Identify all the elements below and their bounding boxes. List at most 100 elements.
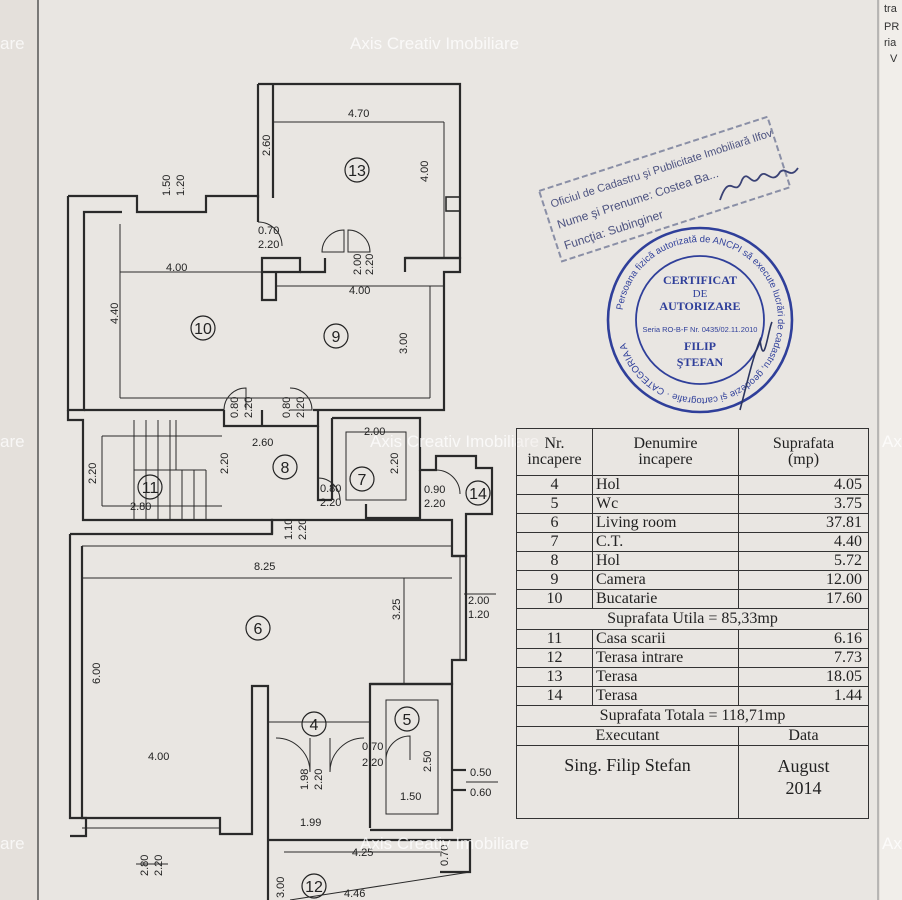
- utila-summary: Suprafata Utila = 85,33mp: [516, 608, 869, 630]
- svg-text:2.50: 2.50: [422, 751, 434, 772]
- svg-text:2.00: 2.00: [352, 254, 364, 275]
- executant-name: Sing. Filip Stefan: [516, 745, 739, 819]
- totala-summary-row: Suprafata Totala = 118,71mp: [516, 705, 869, 727]
- svg-text:2.20: 2.20: [243, 397, 255, 418]
- header-area: Suprafata (mp): [738, 428, 869, 476]
- executant-header-row: Executant Data: [516, 726, 869, 746]
- svg-text:2.20: 2.20: [87, 463, 99, 484]
- svg-text:4.00: 4.00: [148, 751, 169, 763]
- svg-text:1.99: 1.99: [300, 817, 321, 829]
- totala-summary: Suprafata Totala = 118,71mp: [516, 705, 869, 727]
- room-8-label: 8: [272, 454, 298, 480]
- room-5-label: 5: [394, 706, 420, 732]
- svg-text:2.80: 2.80: [130, 501, 151, 513]
- svg-text:2.00: 2.00: [468, 595, 489, 607]
- svg-text:2.20: 2.20: [295, 397, 307, 418]
- svg-text:0.60: 0.60: [470, 787, 491, 799]
- svg-text:4: 4: [310, 717, 319, 734]
- stamp-name-1: FILIP: [684, 339, 716, 353]
- right-edge-fragments: tra PR ria V: [884, 3, 899, 65]
- room-10-label: 10: [190, 315, 216, 341]
- svg-text:14: 14: [469, 486, 487, 503]
- svg-text:2.20: 2.20: [364, 254, 376, 275]
- svg-text:9: 9: [332, 329, 341, 346]
- svg-text:1.10: 1.10: [283, 519, 295, 540]
- svg-text:5: 5: [403, 712, 412, 729]
- svg-text:2.20: 2.20: [313, 769, 325, 790]
- svg-text:0.70: 0.70: [439, 845, 451, 866]
- dimension-labels: 4.70 2.60 4.00 1.50 1.20 0.70 2.20 4.00 …: [87, 108, 491, 900]
- svg-text:4.25: 4.25: [352, 847, 373, 859]
- svg-text:1.98: 1.98: [299, 769, 311, 790]
- svg-text:1.20: 1.20: [175, 175, 187, 196]
- svg-text:ria: ria: [884, 37, 897, 49]
- room-13-label: 13: [344, 157, 370, 183]
- stamp-title-2: DE: [693, 288, 708, 300]
- svg-text:1.20: 1.20: [468, 609, 489, 621]
- room-12-label: 12: [301, 873, 327, 899]
- svg-text:13: 13: [348, 163, 366, 180]
- svg-text:8.25: 8.25: [254, 561, 275, 573]
- walls: [66, 82, 494, 900]
- svg-text:4.70: 4.70: [348, 108, 369, 120]
- svg-text:4.00: 4.00: [419, 161, 431, 182]
- data-label: Data: [738, 726, 869, 746]
- svg-text:2.20: 2.20: [258, 239, 279, 251]
- execution-date: August 2014: [738, 745, 869, 819]
- svg-text:1.50: 1.50: [400, 791, 421, 803]
- svg-text:2.20: 2.20: [424, 498, 445, 510]
- svg-text:12: 12: [305, 879, 323, 896]
- svg-text:8: 8: [281, 460, 290, 477]
- table-header-row: Nr. incapere Denumire incapere Suprafata…: [516, 428, 869, 476]
- stamp-serial: Seria RO-B-F Nr. 0435/02.11.2010: [643, 325, 758, 334]
- svg-text:0.70: 0.70: [258, 225, 279, 237]
- svg-text:11: 11: [142, 480, 159, 497]
- svg-text:PR: PR: [884, 21, 899, 33]
- room-14-label: 14: [465, 480, 491, 506]
- svg-text:10: 10: [194, 321, 212, 338]
- svg-text:2.60: 2.60: [261, 135, 273, 156]
- svg-text:6.00: 6.00: [91, 663, 103, 684]
- header-nr: Nr. incapere: [516, 428, 593, 476]
- svg-text:2.20: 2.20: [297, 519, 309, 540]
- room-7-label: 7: [349, 466, 375, 492]
- svg-text:V: V: [890, 53, 898, 65]
- stamp-name-2: ŞTEFAN: [677, 355, 724, 369]
- svg-text:4.40: 4.40: [109, 303, 121, 324]
- room-11-label: 11: [137, 474, 163, 500]
- svg-text:2.20: 2.20: [389, 453, 401, 474]
- svg-text:0.90: 0.90: [424, 484, 445, 496]
- svg-text:2.60: 2.60: [252, 437, 273, 449]
- svg-text:3.00: 3.00: [275, 877, 287, 898]
- svg-text:2.00: 2.00: [364, 426, 385, 438]
- svg-text:2.20: 2.20: [153, 855, 165, 876]
- svg-text:0.50: 0.50: [470, 767, 491, 779]
- header-name: Denumire incapere: [592, 428, 739, 476]
- room-4-label: 4: [301, 711, 327, 737]
- svg-text:3.25: 3.25: [391, 599, 403, 620]
- stamp-title-1: CERTIFICAT: [663, 273, 737, 287]
- svg-text:3.00: 3.00: [398, 333, 410, 354]
- room-9-label: 9: [323, 323, 349, 349]
- signature-mark: [719, 167, 799, 201]
- room-6-label: 6: [245, 615, 271, 641]
- rooms-area-table: Nr. incapere Denumire incapere Suprafata…: [516, 428, 869, 819]
- stamp-title-3: AUTORIZARE: [659, 299, 740, 313]
- svg-text:4.00: 4.00: [349, 285, 370, 297]
- svg-text:2.20: 2.20: [320, 497, 341, 509]
- svg-text:7: 7: [358, 472, 367, 489]
- svg-text:0.80: 0.80: [320, 483, 341, 495]
- executant-label: Executant: [516, 726, 739, 746]
- door-swings: [223, 221, 461, 773]
